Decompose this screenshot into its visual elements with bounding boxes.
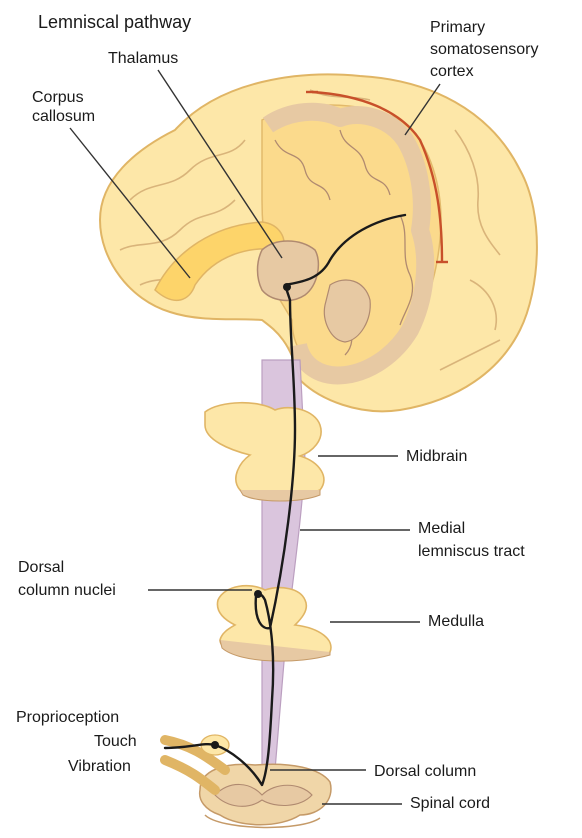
diagram-title: Lemniscal pathway <box>38 12 191 32</box>
label-touch: Touch <box>94 733 137 750</box>
label-primary-cortex-2: somatosensory <box>430 41 539 58</box>
label-midbrain: Midbrain <box>406 448 467 465</box>
label-thalamus: Thalamus <box>108 50 178 67</box>
spinal-cord-section <box>165 735 331 827</box>
label-spinal-cord: Spinal cord <box>410 795 490 812</box>
label-corpus-callosum-1: Corpus <box>32 89 84 106</box>
label-primary-cortex-1: Primary <box>430 19 485 36</box>
label-dorsal-column-nuclei-1: Dorsal <box>18 559 64 576</box>
label-vibration: Vibration <box>68 758 131 775</box>
midbrain-section <box>205 403 324 501</box>
label-medial-lemniscus-1: Medial <box>418 520 465 537</box>
label-medial-lemniscus-2: lemniscus tract <box>418 543 525 560</box>
label-primary-cortex-3: cortex <box>430 63 474 80</box>
label-dorsal-column: Dorsal column <box>374 763 476 780</box>
medulla-section <box>217 586 330 661</box>
label-dorsal-column-nuclei-2: column nuclei <box>18 582 116 599</box>
label-corpus-callosum-2: callosum <box>32 108 95 125</box>
cerebral-hemisphere <box>100 74 537 411</box>
label-proprioception: Proprioception <box>16 709 119 726</box>
label-medulla: Medulla <box>428 613 484 630</box>
